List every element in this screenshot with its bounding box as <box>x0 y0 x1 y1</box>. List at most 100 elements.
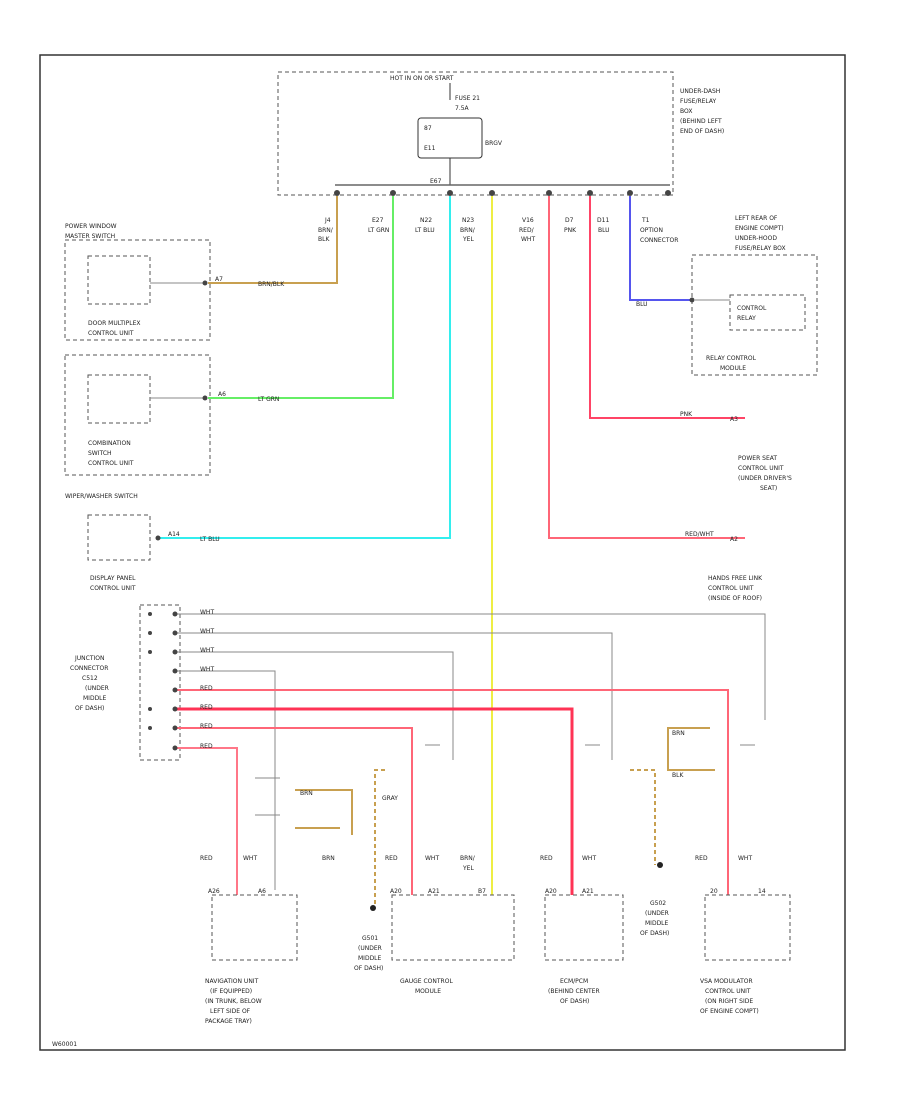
wire-comb-color: LT GRN <box>258 396 279 403</box>
fuse-box-location: UNDER-DASH FUSE/RELAY BOX (BEHIND LEFT E… <box>680 88 724 135</box>
wire-redwht-color: RED/WHT <box>685 531 714 538</box>
svg-text:BRN/: BRN/ <box>318 227 334 234</box>
svg-text:RELAY: RELAY <box>737 315 756 322</box>
svg-text:PACKAGE TRAY): PACKAGE TRAY) <box>205 1018 252 1025</box>
top-pins: J4 BRN/ BLK E27 LT GRN N22 LT BLU N23 BR… <box>318 190 678 244</box>
svg-text:A20: A20 <box>545 888 557 895</box>
svg-text:CONTROL UNIT: CONTROL UNIT <box>708 585 754 592</box>
svg-text:OPTION: OPTION <box>640 227 663 234</box>
hands-free-unit: HANDS FREE LINK CONTROL UNIT (INSIDE OF … <box>708 575 763 602</box>
svg-text:BRN/: BRN/ <box>460 855 476 862</box>
svg-text:FUSE/RELAY BOX: FUSE/RELAY BOX <box>735 245 786 252</box>
wire-comb-pin: A6 <box>218 391 226 398</box>
svg-text:WIPER/WASHER SWITCH: WIPER/WASHER SWITCH <box>65 493 138 500</box>
wire-blu-label: BLU <box>636 301 648 308</box>
svg-text:WHT: WHT <box>200 628 214 635</box>
svg-text:D7: D7 <box>565 217 574 224</box>
gauge-control-module: BRN RED WHT BRN/ YEL A20 A21 B7 GAUGE CO… <box>322 855 515 995</box>
vsa-modulator-unit: RED WHT 20 14 VSA MODULATOR CONTROL UNIT… <box>695 855 791 1015</box>
wire-redwht-pin: A2 <box>730 536 738 543</box>
svg-text:20: 20 <box>710 888 718 895</box>
svg-text:(UNDER DRIVER'S: (UNDER DRIVER'S <box>738 475 792 482</box>
ecm-pcm-unit: RED WHT A20 A21 ECM/PCM (BEHIND CENTER O… <box>540 855 624 1005</box>
svg-text:YEL: YEL <box>462 865 474 872</box>
navigation-unit: RED WHT A26 A6 NAVIGATION UNIT (IF EQUIP… <box>200 855 298 1025</box>
svg-text:N23: N23 <box>462 217 474 224</box>
svg-text:WHT: WHT <box>200 647 214 654</box>
pin-d11: D11 BLU <box>597 190 633 234</box>
svg-text:BRN/: BRN/ <box>460 227 476 234</box>
svg-text:G502: G502 <box>650 900 666 907</box>
svg-text:DISPLAY PANEL: DISPLAY PANEL <box>90 575 136 582</box>
diagram-frame <box>39 54 846 1051</box>
wiper-switch-unit: WIPER/WASHER SWITCH <box>65 493 161 561</box>
svg-text:CONTROL UNIT: CONTROL UNIT <box>88 460 134 467</box>
svg-text:MIDDLE: MIDDLE <box>645 920 669 927</box>
svg-text:SEAT): SEAT) <box>760 485 777 492</box>
svg-text:FUSE/RELAY: FUSE/RELAY <box>680 98 717 105</box>
power-seat-unit: POWER SEAT CONTROL UNIT (UNDER DRIVER'S … <box>738 455 792 492</box>
pin-n22: N22 LT BLU <box>415 190 453 234</box>
svg-text:(ON RIGHT SIDE: (ON RIGHT SIDE <box>705 998 753 1005</box>
display-junction-unit: DISPLAY PANEL CONTROL UNIT JUNCTION CONN… <box>70 575 181 761</box>
footer-code: W60001 <box>52 1041 77 1048</box>
pin-n23: N23 BRN/ YEL <box>460 190 495 243</box>
svg-text:BLK: BLK <box>672 772 684 779</box>
svg-text:SWITCH: SWITCH <box>88 450 112 457</box>
svg-text:CONNECTOR: CONNECTOR <box>640 237 678 244</box>
svg-text:LT BLU: LT BLU <box>415 227 435 234</box>
svg-text:YEL: YEL <box>462 236 474 243</box>
svg-text:ECM/PCM: ECM/PCM <box>560 978 588 985</box>
junction-rows: WHT WHT WHT WHT RED RED RED RED <box>148 609 766 895</box>
svg-text:RED: RED <box>385 855 398 862</box>
svg-text:END OF DASH): END OF DASH) <box>680 128 724 135</box>
svg-text:RED: RED <box>540 855 553 862</box>
svg-text:WHT: WHT <box>243 855 257 862</box>
ground-wires: BRN GRAY BRN BLK <box>295 727 715 911</box>
pin-e27: E27 LT GRN <box>368 190 396 234</box>
svg-text:(UNDER: (UNDER <box>645 910 669 917</box>
svg-text:ENGINE COMPT): ENGINE COMPT) <box>735 225 784 232</box>
wire-wiper-pin: A14 <box>168 531 180 538</box>
svg-text:CONTROL: CONTROL <box>737 305 767 312</box>
svg-text:CONTROL UNIT: CONTROL UNIT <box>705 988 751 995</box>
svg-text:BLK: BLK <box>318 236 330 243</box>
pin-j4: J4 BRN/ BLK <box>318 190 340 243</box>
pin-t1: T1 OPTION CONNECTOR <box>640 190 678 244</box>
svg-text:(BEHIND LEFT: (BEHIND LEFT <box>680 118 722 125</box>
relay-a-label: 87 <box>424 125 432 132</box>
fuse-relay-box: HOT IN ON OR START FUSE 21 7.5A 87 E11 B… <box>277 71 724 196</box>
svg-text:MIDDLE: MIDDLE <box>358 955 382 962</box>
svg-text:HANDS FREE LINK: HANDS FREE LINK <box>708 575 763 582</box>
switch-symbols <box>255 744 755 816</box>
wire-pnk-color: PNK <box>680 411 693 418</box>
relay-box-unit: LEFT REAR OF ENGINE COMPT) UNDER-HOOD FU… <box>689 215 818 376</box>
wire-blu <box>629 196 692 301</box>
svg-text:BLU: BLU <box>598 227 610 234</box>
svg-text:RED/: RED/ <box>519 227 535 234</box>
svg-text:(IF EQUIPPED): (IF EQUIPPED) <box>210 988 252 995</box>
power-window-unit: POWER WINDOW MASTER SWITCH DOOR MULTIPLE… <box>64 223 211 341</box>
svg-text:BOX: BOX <box>680 108 692 115</box>
wire-wiper-color: LT BLU <box>200 536 220 543</box>
svg-text:POWER WINDOW: POWER WINDOW <box>65 223 117 230</box>
svg-text:G501: G501 <box>362 935 378 942</box>
svg-text:BRN: BRN <box>300 790 313 797</box>
svg-text:N22: N22 <box>420 217 432 224</box>
fuse-name: FUSE 21 <box>455 95 480 102</box>
svg-text:CONTROL UNIT: CONTROL UNIT <box>90 585 136 592</box>
svg-text:J4: J4 <box>324 217 331 224</box>
svg-text:A21: A21 <box>582 888 594 895</box>
svg-text:LT GRN: LT GRN <box>368 227 389 234</box>
svg-text:MASTER SWITCH: MASTER SWITCH <box>65 233 115 240</box>
svg-text:UNDER-HOOD: UNDER-HOOD <box>735 235 777 242</box>
svg-text:A21: A21 <box>428 888 440 895</box>
svg-text:NAVIGATION UNIT: NAVIGATION UNIT <box>205 978 259 985</box>
svg-text:VSA MODULATOR: VSA MODULATOR <box>700 978 753 985</box>
svg-text:OF DASH): OF DASH) <box>354 965 383 972</box>
svg-text:WHT: WHT <box>521 236 535 243</box>
wire-pw-color: BRN/BLK <box>258 281 285 288</box>
svg-text:B7: B7 <box>478 888 486 895</box>
svg-text:RELAY CONTROL: RELAY CONTROL <box>706 355 757 362</box>
wire-lt-grn <box>208 196 394 399</box>
